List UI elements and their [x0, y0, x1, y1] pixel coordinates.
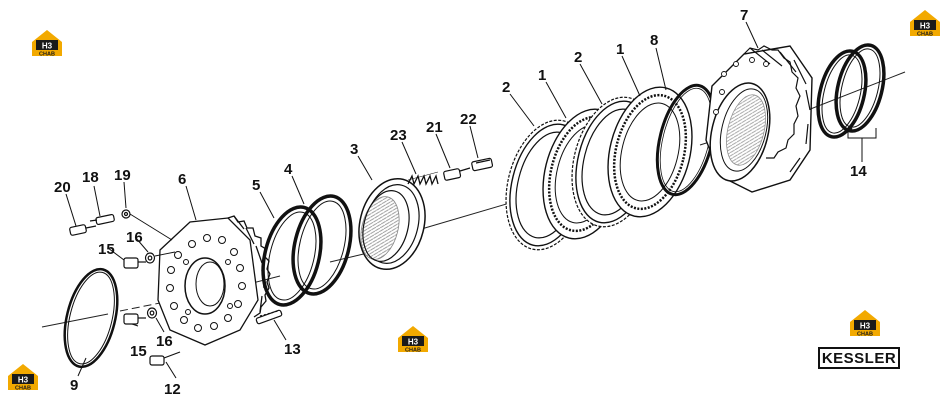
watermark-logo-top-left: H3 CHAB [30, 26, 64, 60]
label-part-14: 14 [850, 163, 867, 180]
leader-lines [65, 21, 877, 379]
h3-logo-icon: H3 CHAB [398, 326, 428, 354]
h3-logo-icon: H3 CHAB [850, 310, 880, 338]
svg-text:H3: H3 [18, 376, 29, 385]
label-part-15-b: 15 [130, 343, 147, 360]
part-16-washer-lower [146, 307, 158, 319]
part-12-bolt [149, 351, 181, 366]
part-14-ring-pair [816, 43, 886, 139]
label-part-12: 12 [164, 381, 181, 398]
svg-text:CHAB: CHAB [39, 52, 55, 58]
part-22-bolt [471, 157, 494, 172]
part-21-pin [443, 167, 471, 181]
svg-text:CHAB: CHAB [15, 386, 31, 392]
part-23-spring [407, 171, 439, 186]
svg-text:H3: H3 [920, 22, 931, 31]
svg-text:H3: H3 [42, 42, 53, 51]
svg-text:H3: H3 [408, 338, 419, 347]
label-part-8: 8 [650, 32, 658, 49]
label-part-2-b: 2 [574, 49, 582, 66]
label-part-2-a: 2 [502, 79, 510, 96]
label-part-13: 13 [284, 341, 301, 358]
h3-logo-icon: H3 CHAB [32, 30, 62, 58]
label-part-5: 5 [252, 177, 260, 194]
label-part-6: 6 [178, 171, 186, 188]
label-part-22: 22 [460, 111, 477, 128]
label-part-18: 18 [82, 169, 99, 186]
part-18-screw [89, 213, 115, 226]
watermark-logo-right: H3 CHAB [848, 306, 882, 340]
label-part-1-a: 1 [538, 67, 546, 84]
h3-logo-icon: H3 CHAB [8, 364, 38, 392]
watermark-logo-top-right: H3 CHAB [908, 6, 942, 40]
label-part-19: 19 [114, 167, 131, 184]
part-7-clutch-drum [705, 45, 813, 193]
svg-text:CHAB: CHAB [405, 348, 421, 354]
part-16-washer-upper [144, 251, 176, 264]
svg-text:CHAB: CHAB [857, 332, 873, 338]
label-part-20: 20 [54, 179, 71, 196]
label-part-23: 23 [390, 127, 407, 144]
label-part-9: 9 [70, 377, 78, 394]
label-part-16-a: 16 [126, 229, 143, 246]
watermark-logo-bottom-left: H3 CHAB [6, 360, 40, 394]
part-15-bolt-upper [123, 257, 146, 269]
label-part-3: 3 [350, 141, 358, 158]
h3-logo-icon: H3 CHAB [910, 10, 940, 38]
part-number-labels: 7 8 1 2 1 2 22 21 23 3 4 5 6 20 18 19 16… [54, 7, 867, 398]
watermark-logo-center: H3 CHAB [396, 322, 430, 356]
manufacturer-badge: KESSLER [818, 347, 900, 369]
part-20-bolt [69, 224, 97, 236]
label-part-21: 21 [426, 119, 443, 136]
part-19-washer [121, 209, 173, 241]
part-15-bolt-lower [123, 313, 146, 325]
part-1-friction-disc-b [607, 86, 693, 218]
svg-text:CHAB: CHAB [917, 32, 933, 38]
label-part-7: 7 [740, 7, 748, 24]
label-part-1-b: 1 [616, 41, 624, 58]
label-part-15-a: 15 [98, 241, 115, 258]
label-part-4: 4 [284, 161, 293, 178]
part-5-seal-ring [261, 205, 323, 307]
manufacturer-name: KESSLER [821, 349, 897, 367]
part-13-stud [255, 309, 283, 325]
part-3-piston [358, 177, 426, 271]
part-4-seal-ring [291, 194, 353, 296]
part-6-carrier-housing [157, 215, 271, 346]
svg-text:H3: H3 [860, 322, 871, 331]
label-part-16-b: 16 [156, 333, 173, 350]
part-9-snap-ring [63, 267, 119, 369]
